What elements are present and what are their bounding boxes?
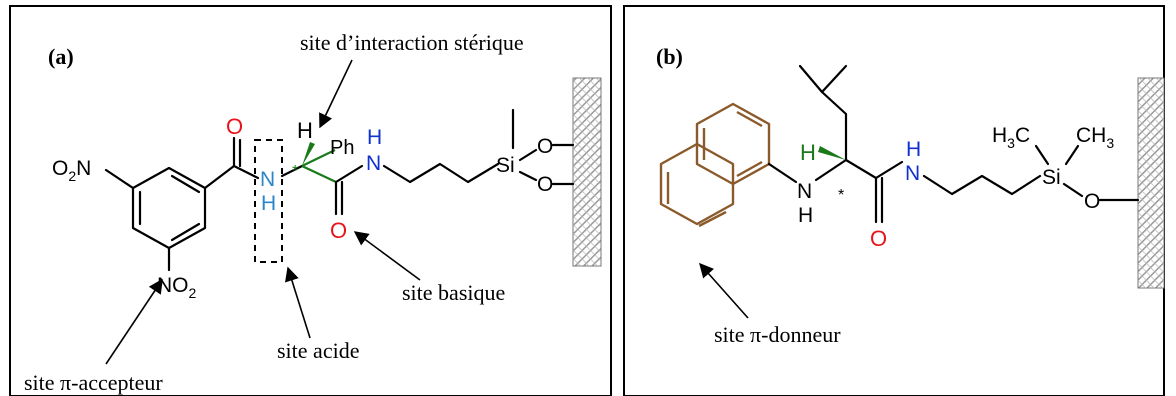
acid-site-label: site acide (277, 338, 359, 363)
silyl-oxygen-2: O (537, 173, 553, 196)
silica-support-wall-b (1137, 77, 1165, 289)
silica-support-wall-a (572, 77, 602, 267)
basic-site-label: site basique (402, 280, 505, 305)
basic-site-arrow (353, 231, 421, 281)
naphthyl-group (659, 102, 771, 228)
silicon-b: Si (1042, 166, 1061, 189)
pi-donor-site-label: site π-donneur (714, 322, 841, 347)
alpha-hydrogen-a: H (297, 118, 313, 143)
steric-site-label: site d’interaction stérique (300, 30, 524, 55)
amide-hydrogen-b: H (906, 138, 921, 161)
panel-a-label: (a) (48, 44, 74, 69)
nitro-group-left: O2N (52, 157, 91, 184)
amide-hydrogen-2: H (367, 126, 382, 149)
amide-nitrogen-2: N (366, 152, 381, 175)
silyl-oxygen-b: O (1084, 190, 1100, 213)
methyl-left: H3C (992, 124, 1030, 151)
stereo-star-b: * (838, 187, 844, 204)
silyl-oxygen-1: O (537, 135, 553, 158)
carbonyl-oxygen-1: O (226, 114, 243, 139)
amide-hydrogen-1: H (261, 192, 276, 215)
phenyl-group: Ph (330, 137, 354, 159)
carbonyl-1 (232, 136, 260, 180)
pi-acceptor-site-arrow (105, 278, 163, 365)
acid-site-box (254, 139, 283, 263)
amine-nitrogen-b: N (797, 180, 812, 203)
silicon-a: Si (496, 154, 515, 177)
pi-donor-site-arrow (699, 262, 749, 319)
stereocenter-a (301, 142, 337, 183)
amide-nitrogen-b: N (905, 162, 920, 185)
nitro-group-bottom: NO2 (157, 274, 197, 301)
pi-acceptor-site-label: site π-accepteur (24, 370, 163, 395)
acid-site-arrow (285, 266, 311, 339)
panel-a: (a) O2N NO2 (9, 5, 612, 396)
alpha-hydrogen-b: H (800, 140, 816, 165)
dinitrophenyl-ring (104, 164, 236, 272)
panel-b-label: (b) (656, 44, 683, 69)
amine-hydrogen-b: H (798, 204, 813, 227)
methyl-right: CH3 (1076, 124, 1114, 151)
panel-b-frame (623, 5, 1165, 396)
carbonyl-oxygen-2: O (330, 218, 347, 243)
steric-site-arrow (319, 59, 353, 129)
stereo-star-a: * (292, 163, 298, 180)
panel-a-frame (9, 5, 612, 396)
carbonyl-oxygen-b: O (870, 226, 887, 251)
panel-b: (b) N H H * O (623, 5, 1165, 396)
carbonyl-2 (334, 164, 364, 216)
amide-nitrogen-1: N (260, 168, 275, 191)
